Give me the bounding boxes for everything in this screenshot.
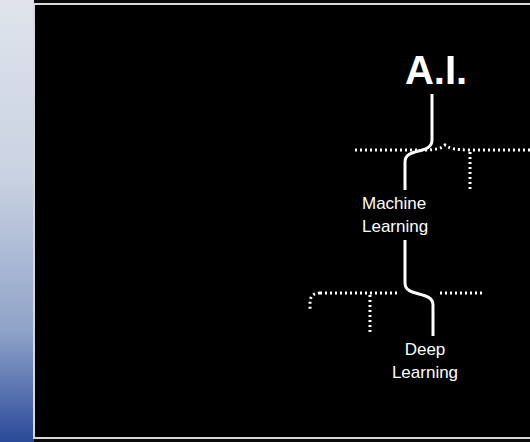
video-edge <box>0 0 34 442</box>
branch-connector <box>405 94 432 190</box>
concept-node: Machine Learning <box>362 192 452 238</box>
dotted-branch <box>440 292 485 295</box>
dotted-branch <box>355 149 418 152</box>
dotted-branch <box>320 292 398 295</box>
concept-label: A.I. <box>393 48 479 92</box>
concept-node: A.I. <box>393 48 479 92</box>
dotted-branch <box>469 152 472 190</box>
dotted-branch <box>369 295 372 335</box>
concept-label: Deep Learning <box>387 338 463 384</box>
branch-connector <box>405 240 433 336</box>
dotted-branch <box>310 293 320 310</box>
dotted-branch <box>425 145 530 150</box>
concept-label: Machine Learning <box>362 192 452 238</box>
concept-node: Deep Learning <box>387 338 463 384</box>
